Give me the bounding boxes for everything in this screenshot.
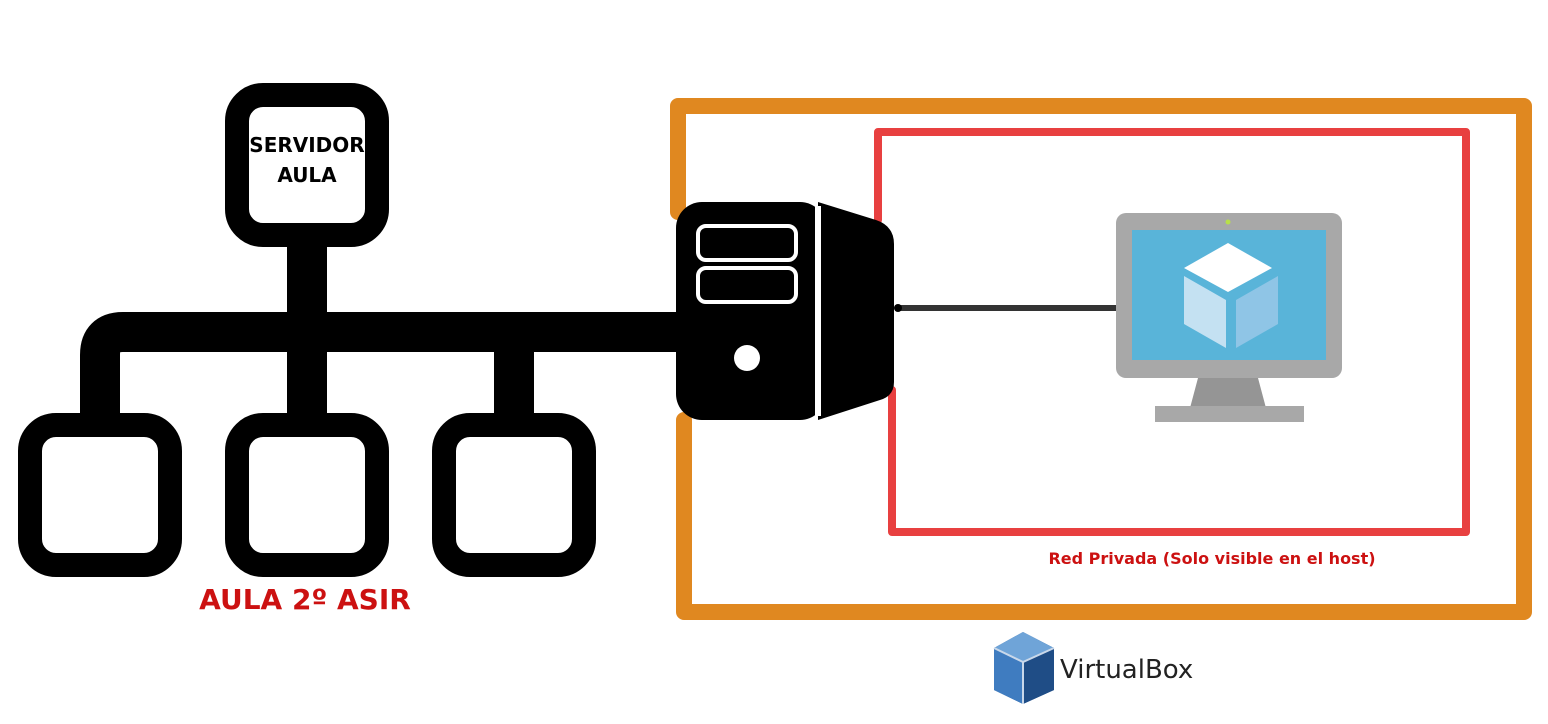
client-box-1 (18, 413, 182, 577)
network-bus (80, 240, 700, 420)
server-label-line1: SERVIDOR (249, 133, 365, 157)
private-network-label: Red Privada (Solo visible en el host) (1048, 549, 1376, 568)
virtualbox-label: VirtualBox (1060, 655, 1194, 685)
classroom-label: AULA 2º ASIR (199, 583, 411, 616)
private-network-frame (874, 128, 1470, 536)
client-box-2 (225, 413, 389, 577)
client-box-3 (432, 413, 596, 577)
host-frame (670, 98, 1532, 620)
virtualbox-logo-icon (993, 632, 1055, 704)
server-label: SERVIDOR AULA (248, 130, 366, 190)
host-pc-tower-icon (676, 202, 894, 420)
vm-cube-icon (1184, 243, 1278, 348)
server-label-line2: AULA (277, 163, 337, 187)
server-box (225, 83, 389, 247)
vm-monitor-icon (1116, 213, 1342, 422)
